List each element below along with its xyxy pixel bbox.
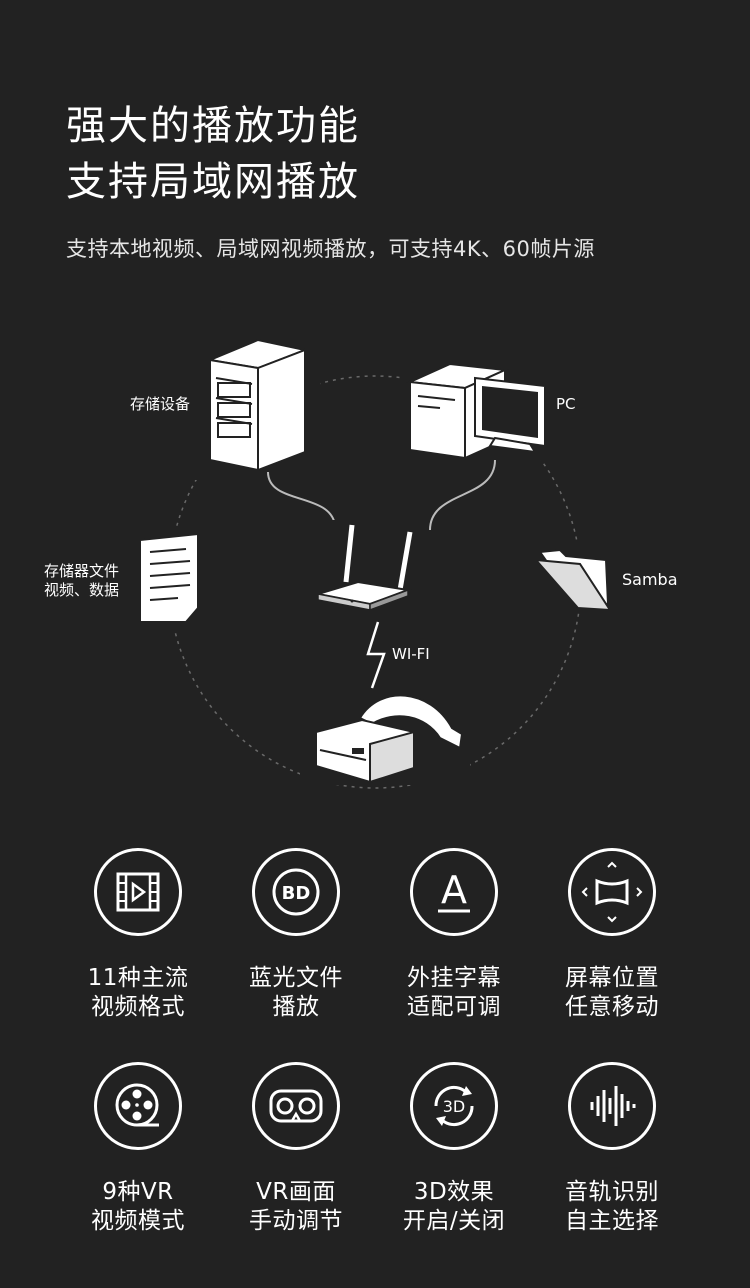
feature-audio-track: 音轨识别 自主选择 — [532, 1062, 692, 1236]
router-icon — [310, 520, 420, 612]
headline-line-2: 支持局域网播放 — [66, 159, 360, 205]
feature-subtitles: A 外挂字幕 适配可调 — [374, 848, 534, 1022]
pc-icon — [400, 350, 560, 460]
subtitle: 支持本地视频、局域网视频播放，可支持4K、60帧片源 — [66, 237, 595, 261]
feature-label: 屏幕位置 任意移动 — [532, 964, 692, 1022]
feature-label-line-1: 音轨识别 — [565, 1179, 659, 1205]
pc-label: PC — [556, 395, 576, 413]
server-icon — [190, 338, 320, 480]
feature-screen-position: 屏幕位置 任意移动 — [532, 848, 692, 1022]
feature-label-line-2: 视频格式 — [91, 994, 185, 1020]
headline: 强大的播放功能 支持局域网播放 — [66, 98, 360, 210]
feature-label-line-1: 11种主流 — [87, 965, 189, 991]
3d-icon-text: 3D — [443, 1097, 466, 1116]
bluray-icon-text: BD — [282, 883, 311, 904]
storage-device-label: 存储设备 — [130, 395, 191, 413]
feature-label: 外挂字幕 适配可调 — [374, 964, 534, 1022]
video-format-icon — [94, 848, 182, 936]
feature-label: 3D效果 开启/关闭 — [374, 1178, 534, 1236]
folder-icon — [530, 542, 615, 612]
headline-line-1: 强大的播放功能 — [66, 103, 360, 149]
feature-label-line-2: 手动调节 — [249, 1208, 343, 1234]
vr-glasses-icon — [252, 1062, 340, 1150]
samba-label: Samba — [622, 570, 678, 589]
storage-files-line-2: 视频、数据 — [44, 581, 120, 599]
film-reel-icon — [94, 1062, 182, 1150]
feature-label-line-1: 外挂字幕 — [407, 965, 501, 991]
network-diagram: 存储设备 PC 存储器文件 视频、数据 Samba WI-FI — [0, 320, 750, 800]
feature-vr-modes: 9种VR 视频模式 — [58, 1062, 218, 1236]
feature-label: 音轨识别 自主选择 — [532, 1178, 692, 1236]
wifi-bolt-icon — [366, 621, 386, 689]
feature-label: VR画面 手动调节 — [216, 1178, 376, 1236]
feature-label-line-1: 3D效果 — [413, 1179, 495, 1205]
storage-files-line-1: 存储器文件 — [44, 562, 120, 580]
document-icon — [130, 530, 210, 630]
feature-vr-adjust: VR画面 手动调节 — [216, 1062, 376, 1236]
feature-label: 9种VR 视频模式 — [58, 1178, 218, 1236]
subtitle-icon: A — [410, 848, 498, 936]
feature-label-line-1: 9种VR — [102, 1179, 174, 1205]
feature-label-line-2: 自主选择 — [565, 1208, 659, 1234]
audio-track-icon — [568, 1062, 656, 1150]
feature-label: 蓝光文件 播放 — [216, 964, 376, 1022]
feature-label-line-2: 开启/关闭 — [402, 1208, 506, 1234]
feature-label-line-2: 适配可调 — [407, 994, 501, 1020]
feature-label: 11种主流 视频格式 — [58, 964, 218, 1022]
wifi-label: WI-FI — [392, 645, 430, 663]
feature-label-line-1: 屏幕位置 — [565, 965, 659, 991]
screen-move-icon — [568, 848, 656, 936]
bluray-icon: BD — [252, 848, 340, 936]
feature-3d: 3D 3D效果 开启/关闭 — [374, 1062, 534, 1236]
diagram-graphics — [130, 338, 615, 789]
feature-label-line-2: 视频模式 — [91, 1208, 185, 1234]
feature-video-formats: 11种主流 视频格式 — [58, 848, 218, 1022]
subtitle-icon-text: A — [441, 869, 467, 912]
feature-label-line-1: 蓝光文件 — [249, 965, 343, 991]
feature-bluray: BD 蓝光文件 播放 — [216, 848, 376, 1022]
storage-files-label: 存储器文件 视频、数据 — [44, 562, 119, 600]
vr-headset-icon — [300, 690, 470, 785]
feature-label-line-2: 任意移动 — [565, 994, 659, 1020]
3d-toggle-icon: 3D — [410, 1062, 498, 1150]
feature-label-line-1: VR画面 — [256, 1179, 336, 1205]
feature-label-line-2: 播放 — [272, 994, 320, 1020]
